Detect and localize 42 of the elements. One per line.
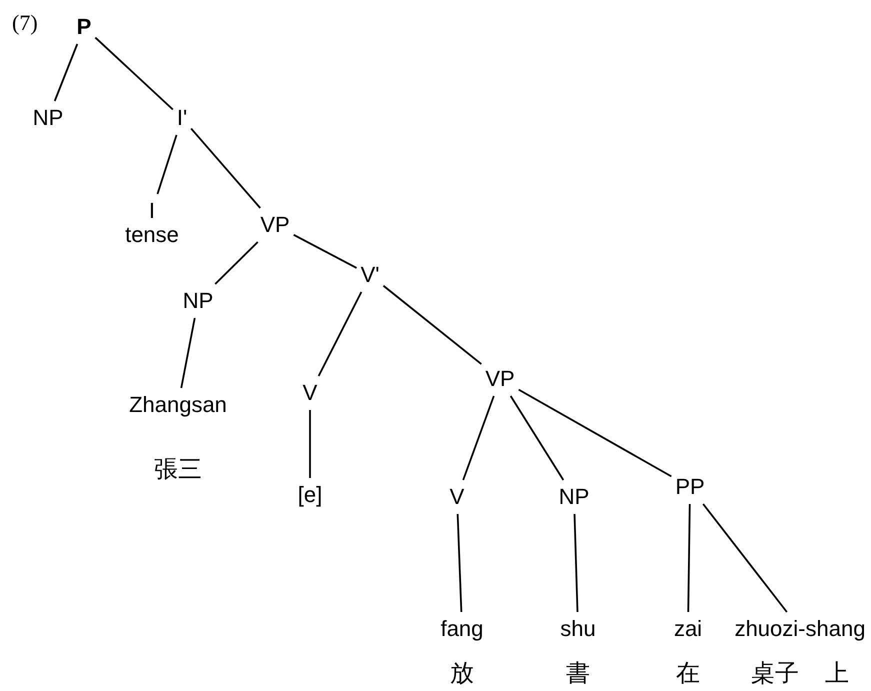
tree-branch (518, 388, 672, 478)
node-label: NP (182, 288, 214, 314)
tree-branch (462, 396, 495, 480)
tree-branch (382, 285, 482, 365)
gloss-text: 張三 (154, 456, 202, 482)
tree-branch (54, 44, 78, 102)
tree-branch (156, 134, 178, 194)
node-label: VP (260, 212, 290, 238)
tree-branch (702, 503, 788, 613)
node-label: VP (485, 366, 515, 392)
gloss-text: 在 (676, 660, 700, 686)
gloss-text: 桌子 上 (751, 660, 849, 686)
tree-branch (687, 504, 691, 612)
node-label: zhuozi-shang (734, 616, 866, 642)
tree-branch (180, 318, 196, 388)
node-label: P (76, 14, 92, 40)
tree-branch (94, 36, 174, 110)
node-label: V' (360, 262, 380, 288)
node-label: Zhangsan (129, 392, 227, 418)
feature-label: tense (125, 224, 179, 246)
node-label: NP (32, 105, 64, 131)
node-label: fang (440, 616, 484, 642)
example-number: (7) (12, 10, 38, 36)
node-label: V (450, 484, 464, 510)
node-label: [e] (298, 482, 322, 508)
tree-branch (190, 128, 261, 209)
tree-branch (293, 234, 357, 269)
gloss-text: 放 (450, 660, 474, 686)
tree-branch (309, 410, 311, 478)
node-label: NP (558, 484, 590, 510)
tree-branch (456, 514, 462, 612)
node-label: zai (674, 616, 702, 642)
gloss-text: 書 (566, 660, 590, 686)
tree-branch (574, 514, 578, 612)
node-label: I (148, 198, 156, 224)
node-label: I' (176, 105, 188, 131)
tree-branch (510, 396, 564, 480)
node-label: shu (560, 616, 596, 642)
node-label: V (302, 380, 318, 406)
node-label: PP (675, 474, 705, 500)
tree-branch (214, 241, 258, 285)
tree-branch (318, 292, 362, 376)
